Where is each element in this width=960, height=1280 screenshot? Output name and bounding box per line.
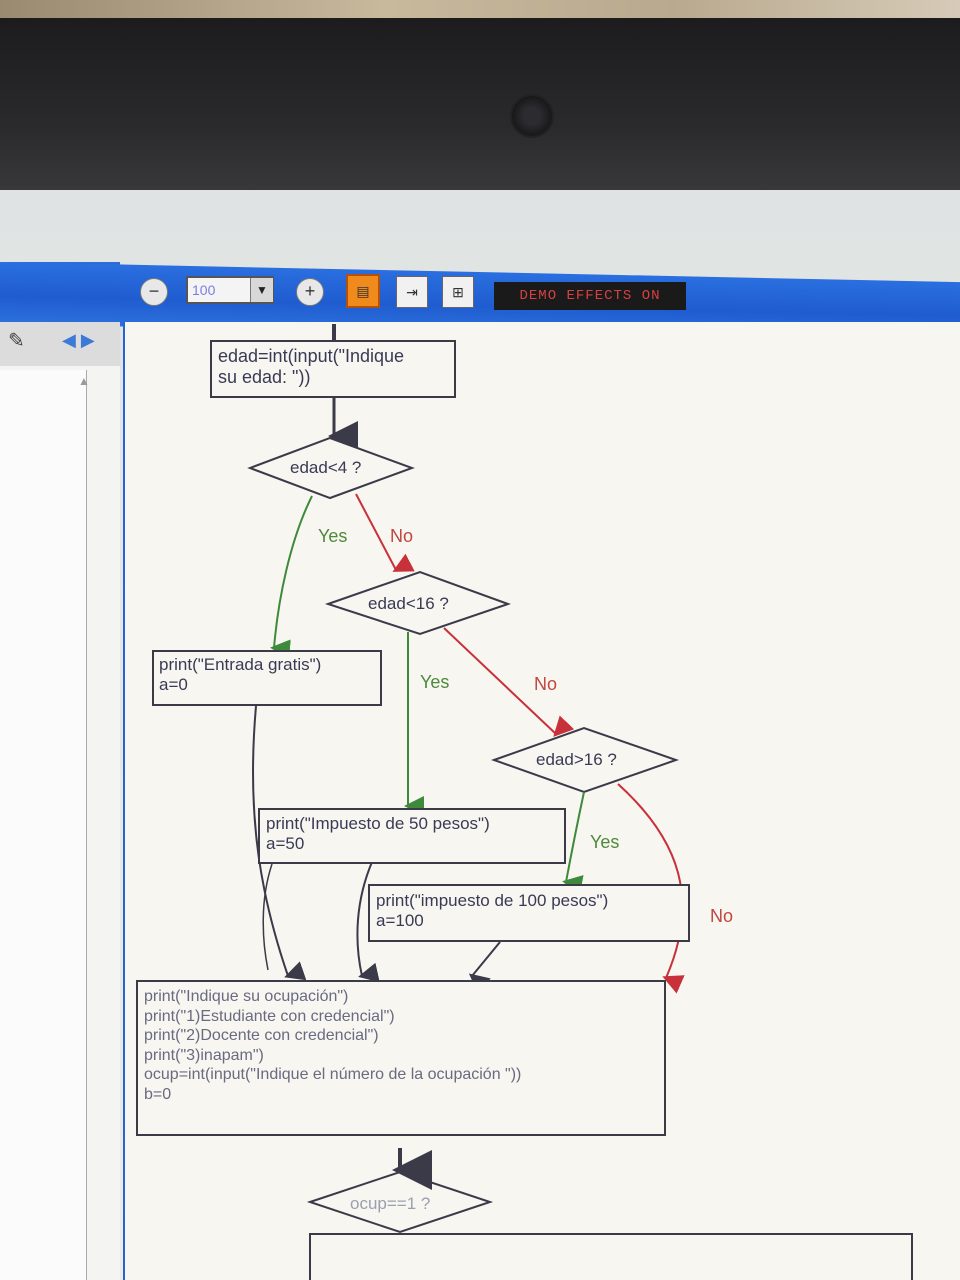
code-view-icon[interactable]: ⇥ [396,276,428,308]
diamond-cond2 [324,570,512,636]
cond4-label[interactable]: ocup==1 ? [350,1194,431,1213]
node-input-age-line1: edad=int(input("Indique [218,346,405,366]
cond2-yes-label: Yes [420,672,450,692]
cond2-no-label: No [534,674,558,694]
node-occupation-line4: print("3)inapam") [144,1046,264,1064]
arrow-cond1-no [355,493,415,572]
node-tax-100[interactable]: print("impuesto de 100 pesos") a=100 [368,884,690,942]
cond3-yes-label: Yes [590,832,620,852]
node-free-entry[interactable]: print("Entrada gratis") a=0 [152,650,382,706]
arrow-tax50-left [262,863,273,971]
laptop-bezel [0,18,960,198]
node-occupation-line1: print("Indique su ocupación") [144,988,349,1005]
arrow-tax100-to-occupation [468,941,501,994]
cond1-no-label: No [390,526,414,546]
node-tax-100-line1: print("impuesto de 100 pesos") [376,891,609,910]
cond1-yes-label: Yes [318,526,348,546]
zoom-in-icon[interactable]: + [296,278,324,306]
node-input-age[interactable]: edad=int(input("Indique su edad: ")) [210,340,456,398]
arrow-tax50-to-occupation [356,861,380,983]
left-panel-header [0,322,120,366]
background-wall [0,0,960,22]
demo-effects-indicator[interactable]: DEMO EFFECTS ON [494,282,686,310]
scroll-up-icon[interactable]: ▲ [78,374,90,388]
left-panel [0,322,120,1280]
cond1-label[interactable]: edad<4 ? [290,458,362,477]
webcam [512,96,552,136]
cond3-label[interactable]: edad>16 ? [536,750,617,769]
next-box-outline [309,1233,913,1280]
variables-view-icon[interactable]: ⊞ [442,276,474,308]
node-occupation-line6: b=0 [144,1085,172,1103]
node-occupation-line2: print("1)Estudiante con credencial") [144,1007,395,1025]
arrow-cond1-yes [270,495,313,660]
node-occupation-line5: ocup=int(input("Indique el número de la … [144,1066,522,1084]
node-free-entry-line2: a=0 [159,674,188,694]
node-occupation-line3: print("2)Docente con credencial") [144,1027,379,1045]
node-free-entry-line1: print("Entrada gratis") [159,655,322,674]
node-tax-50-line1: print("Impuesto de 50 pesos") [266,814,490,833]
node-tax-50-line2: a=50 [266,833,305,853]
node-occupation[interactable]: print("Indique su ocupación") print("1)E… [136,980,666,1136]
node-tax-50[interactable]: print("Impuesto de 50 pesos") a=50 [258,808,566,864]
nav-arrows-icon[interactable]: ◀ ▶ [62,330,95,350]
cond2-label[interactable]: edad<16 ? [368,594,449,613]
diamond-cond3 [491,726,680,794]
edit-icon[interactable]: ✎ [8,330,25,352]
arrow-cond2-no [443,627,575,737]
zoom-out-icon[interactable]: − [140,278,168,306]
cond3-no-label: No [710,906,734,926]
flowchart-view-icon[interactable]: ▤ [346,274,380,308]
zoom-value: 100 [192,282,216,298]
diamond-cond4 [306,1170,494,1234]
arrow-cond3-no [617,783,685,994]
left-panel-list[interactable] [0,370,87,1280]
diamond-cond1 [247,436,415,500]
arrow-cond3-yes [562,791,585,895]
chevron-down-icon[interactable]: ▼ [250,278,273,302]
node-input-age-line2: su edad: ")) [218,366,311,387]
node-tax-100-line2: a=100 [376,910,424,930]
